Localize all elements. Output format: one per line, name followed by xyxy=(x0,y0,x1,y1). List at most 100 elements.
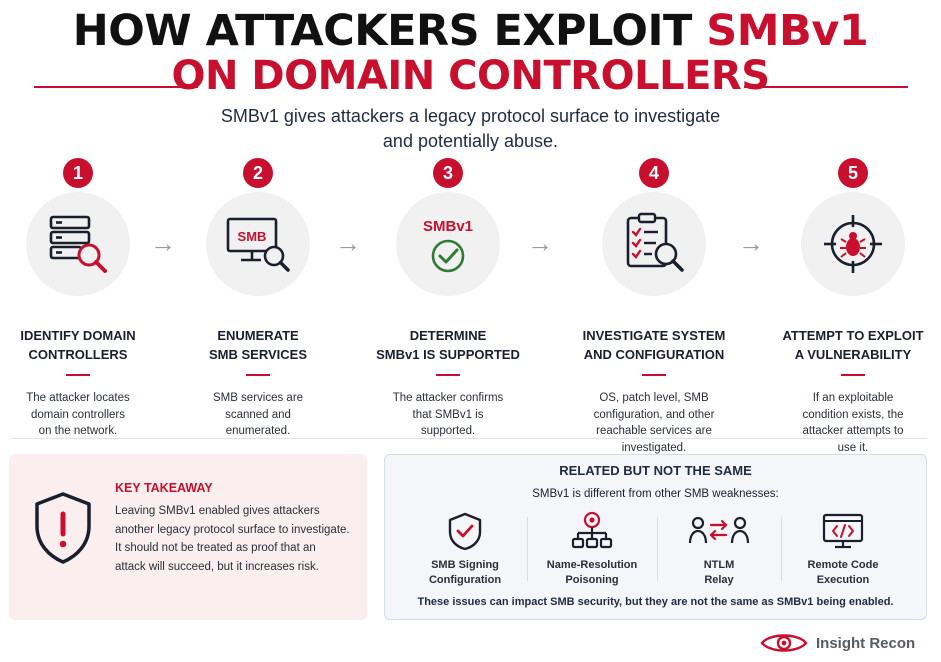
step-2: 2 SMB ENUMERATE SMB SERVICES SMB service… xyxy=(168,158,348,440)
step-rule xyxy=(66,374,90,376)
step-rule xyxy=(246,374,270,376)
step-title-line2: AND CONFIGURATION xyxy=(583,347,725,362)
related-title: RELATED BUT NOT THE SAME xyxy=(559,463,752,478)
step-desc-line: on the network. xyxy=(38,425,118,437)
code-window-icon xyxy=(822,513,864,549)
step-desc-line: enumerated. xyxy=(225,425,291,437)
step-desc-line: condition exists, the xyxy=(802,408,904,421)
related-label-line: Remote Code xyxy=(807,559,879,571)
related-separator xyxy=(527,517,528,581)
arrow-right-icon: → xyxy=(150,228,176,258)
related-item-remote-code-execution: Remote Code Execution xyxy=(783,511,903,588)
step-title: ATTEMPT TO EXPLOIT A VULNERABILITY xyxy=(763,326,941,364)
step-number-badge: 3 xyxy=(433,158,463,188)
step-number-badge: 4 xyxy=(639,158,669,188)
step-title-line1: DETERMINE xyxy=(409,328,487,343)
step-icon-circle: SMBv1 xyxy=(396,192,500,296)
related-subtitle: SMBv1 is different from other SMB weakne… xyxy=(532,488,779,500)
related-label-line: Poisoning xyxy=(565,574,619,586)
step-title: INVESTIGATE SYSTEM AND CONFIGURATION xyxy=(564,326,744,364)
subtitle: SMBv1 gives attackers a legacy protocol … xyxy=(0,104,941,154)
step-desc-line: use it. xyxy=(837,441,869,454)
related-label-line: Relay xyxy=(704,574,734,586)
step-desc-line: The attacker locates xyxy=(26,392,130,404)
related-item-smb-signing: SMB Signing Configuration xyxy=(405,511,525,588)
takeaway-line: Leaving SMBv1 enabled gives attackers xyxy=(115,505,320,517)
step-desc-line: supported. xyxy=(420,425,476,437)
step-icon-circle xyxy=(26,192,130,296)
monitor-search-icon: SMB xyxy=(226,217,290,272)
server-search-icon xyxy=(49,215,107,273)
step-title-line1: ATTEMPT TO EXPLOIT xyxy=(782,328,924,343)
step-title-line1: IDENTIFY DOMAIN xyxy=(20,328,136,343)
step-title: DETERMINE SMBv1 IS SUPPORTED xyxy=(358,326,538,364)
step-title-line1: INVESTIGATE SYSTEM xyxy=(582,328,726,343)
check-circle-icon: SMBv1 xyxy=(423,218,473,273)
related-label-line: Execution xyxy=(816,574,870,586)
brand-name: Insight Recon xyxy=(816,634,916,652)
shield-warning-icon xyxy=(35,492,91,564)
step-rule xyxy=(841,374,865,376)
step-3: 3 SMBv1 DETERMINE SMBv1 IS SUPPORTED The… xyxy=(358,158,538,440)
checklist-search-icon xyxy=(626,212,684,272)
section-divider xyxy=(10,438,927,439)
step-title-line2: A VULNERABILITY xyxy=(794,347,912,362)
step-description: The attacker locates domain controllers … xyxy=(0,390,168,440)
step-desc-line: SMB services are xyxy=(212,392,304,404)
step-1: 1 IDENTIFY DOMAIN CONTROLLERS The attack… xyxy=(0,158,168,440)
title-rule-right xyxy=(744,86,908,88)
step-description: OS, patch level, SMB configuration, and … xyxy=(564,390,744,456)
step-rule xyxy=(436,374,460,376)
step-desc-line: investigated. xyxy=(621,441,687,454)
related-footer: These issues can impact SMB security, bu… xyxy=(417,596,894,608)
step-icon-circle xyxy=(602,192,706,296)
step-number-badge: 5 xyxy=(838,158,868,188)
step-desc-line: that SMBv1 is xyxy=(412,408,484,421)
step-description: SMB services are scanned and enumerated. xyxy=(168,390,348,440)
related-label-line: SMB Signing xyxy=(431,559,499,571)
step-5: 5 AT xyxy=(763,158,941,456)
step-desc-line: domain controllers xyxy=(31,408,125,421)
step-title-line2: SMBv1 IS SUPPORTED xyxy=(376,347,520,362)
title-highlight: SMBv1 xyxy=(706,6,869,56)
icon-smbv1-label: SMBv1 xyxy=(423,218,473,235)
related-label-line: Configuration xyxy=(428,574,502,586)
step-icon-circle xyxy=(801,192,905,296)
step-title: IDENTIFY DOMAIN CONTROLLERS xyxy=(0,326,168,364)
step-rule xyxy=(642,374,666,376)
step-number-badge: 2 xyxy=(243,158,273,188)
icon-smb-label: SMB xyxy=(238,229,267,244)
subtitle-line2: and potentially abuse. xyxy=(382,131,559,151)
takeaway-text: Leaving SMBv1 enabled gives attackers an… xyxy=(115,502,355,576)
subtitle-line1: SMBv1 gives attackers a legacy protocol … xyxy=(220,106,721,126)
takeaway-line: attack will succeed, but it increases ri… xyxy=(115,560,319,573)
step-title-line2: SMB SERVICES xyxy=(208,347,307,362)
user-relay-icon xyxy=(688,516,750,544)
related-separator xyxy=(657,517,658,581)
related-item-ntlm-relay: NTLM Relay xyxy=(659,511,779,588)
title-prefix: HOW ATTACKERS EXPLOIT xyxy=(72,6,707,56)
step-number-badge: 1 xyxy=(63,158,93,188)
step-title-line2: CONTROLLERS xyxy=(28,347,128,362)
related-item-label: Remote Code Execution xyxy=(783,558,903,588)
step-desc-line: configuration, and other xyxy=(593,408,715,421)
arrow-right-icon: → xyxy=(527,228,553,258)
eye-logo-icon xyxy=(760,634,808,652)
arrow-right-icon: → xyxy=(738,228,764,258)
takeaway-line: It should not be treated as proof that a… xyxy=(115,542,316,554)
takeaway-title: KEY TAKEAWAY xyxy=(115,481,213,495)
related-separator xyxy=(781,517,782,581)
related-item-label: SMB Signing Configuration xyxy=(405,558,525,588)
step-icon-circle: SMB xyxy=(206,192,310,296)
takeaway-line: another legacy protocol surface to inves… xyxy=(115,523,350,536)
step-4: 4 INVESTIGATE SYSTEM AND CONFIGURATION O… xyxy=(564,158,744,456)
step-desc-line: reachable services are xyxy=(596,425,712,437)
related-label-line: Name-Resolution xyxy=(546,559,638,571)
step-desc-line: If an exploitable xyxy=(812,392,894,404)
step-desc-line: attacker attempts to xyxy=(802,425,904,437)
related-item-name-resolution: Name-Resolution Poisoning xyxy=(532,511,652,588)
step-desc-line: scanned and xyxy=(225,408,291,421)
shield-check-icon xyxy=(448,512,482,551)
related-item-label: Name-Resolution Poisoning xyxy=(532,558,652,588)
step-description: If an exploitable condition exists, the … xyxy=(763,390,941,456)
